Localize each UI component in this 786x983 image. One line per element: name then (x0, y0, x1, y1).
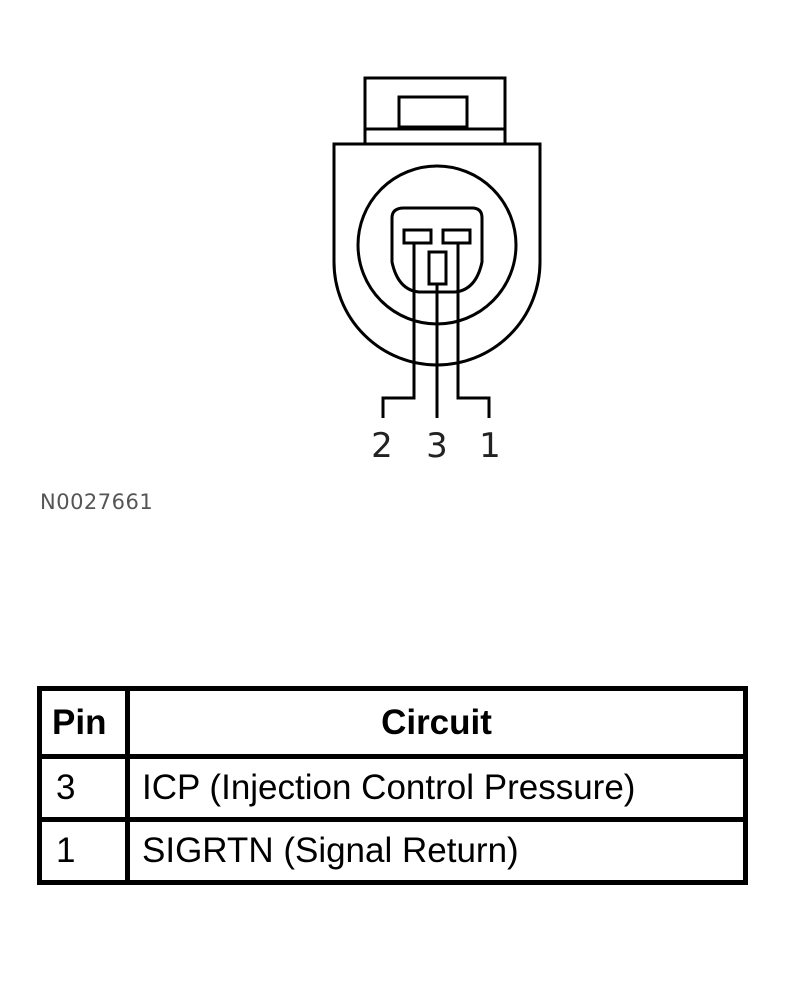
table-header-row: Pin Circuit (42, 691, 743, 754)
pin-cell: 1 (42, 817, 130, 880)
figure-id: N0027661 (40, 490, 154, 514)
pin-circuit-table: Pin Circuit 3 ICP (Injection Control Pre… (37, 686, 748, 885)
pin-leader-lines (381, 243, 491, 418)
header-pin: Pin (42, 691, 130, 754)
terminal-pin-2 (402, 228, 433, 245)
pin-label-2: 2 (371, 426, 393, 466)
table-row: 1 SIGRTN (Signal Return) (42, 817, 743, 880)
circuit-cell: ICP (Injection Control Pressure) (130, 754, 743, 817)
pin-label-3: 3 (426, 426, 448, 466)
leader-line-pin-2 (381, 243, 416, 418)
connector-diagram: 2 3 1 (332, 76, 542, 466)
pin-cell: 3 (42, 754, 130, 817)
circuit-cell: SIGRTN (Signal Return) (130, 817, 743, 880)
pin-label-1: 1 (479, 426, 501, 466)
terminal-pin-3 (427, 250, 448, 286)
leader-line-pin-1 (456, 243, 491, 418)
terminal-cavity (390, 206, 484, 294)
header-circuit: Circuit (381, 702, 492, 742)
connector-housing (332, 142, 542, 367)
pin-labels: 2 3 1 (371, 426, 501, 466)
terminal-pin-1 (441, 228, 472, 245)
table-row: 3 ICP (Injection Control Pressure) (42, 754, 743, 817)
connector-latch (363, 76, 507, 146)
